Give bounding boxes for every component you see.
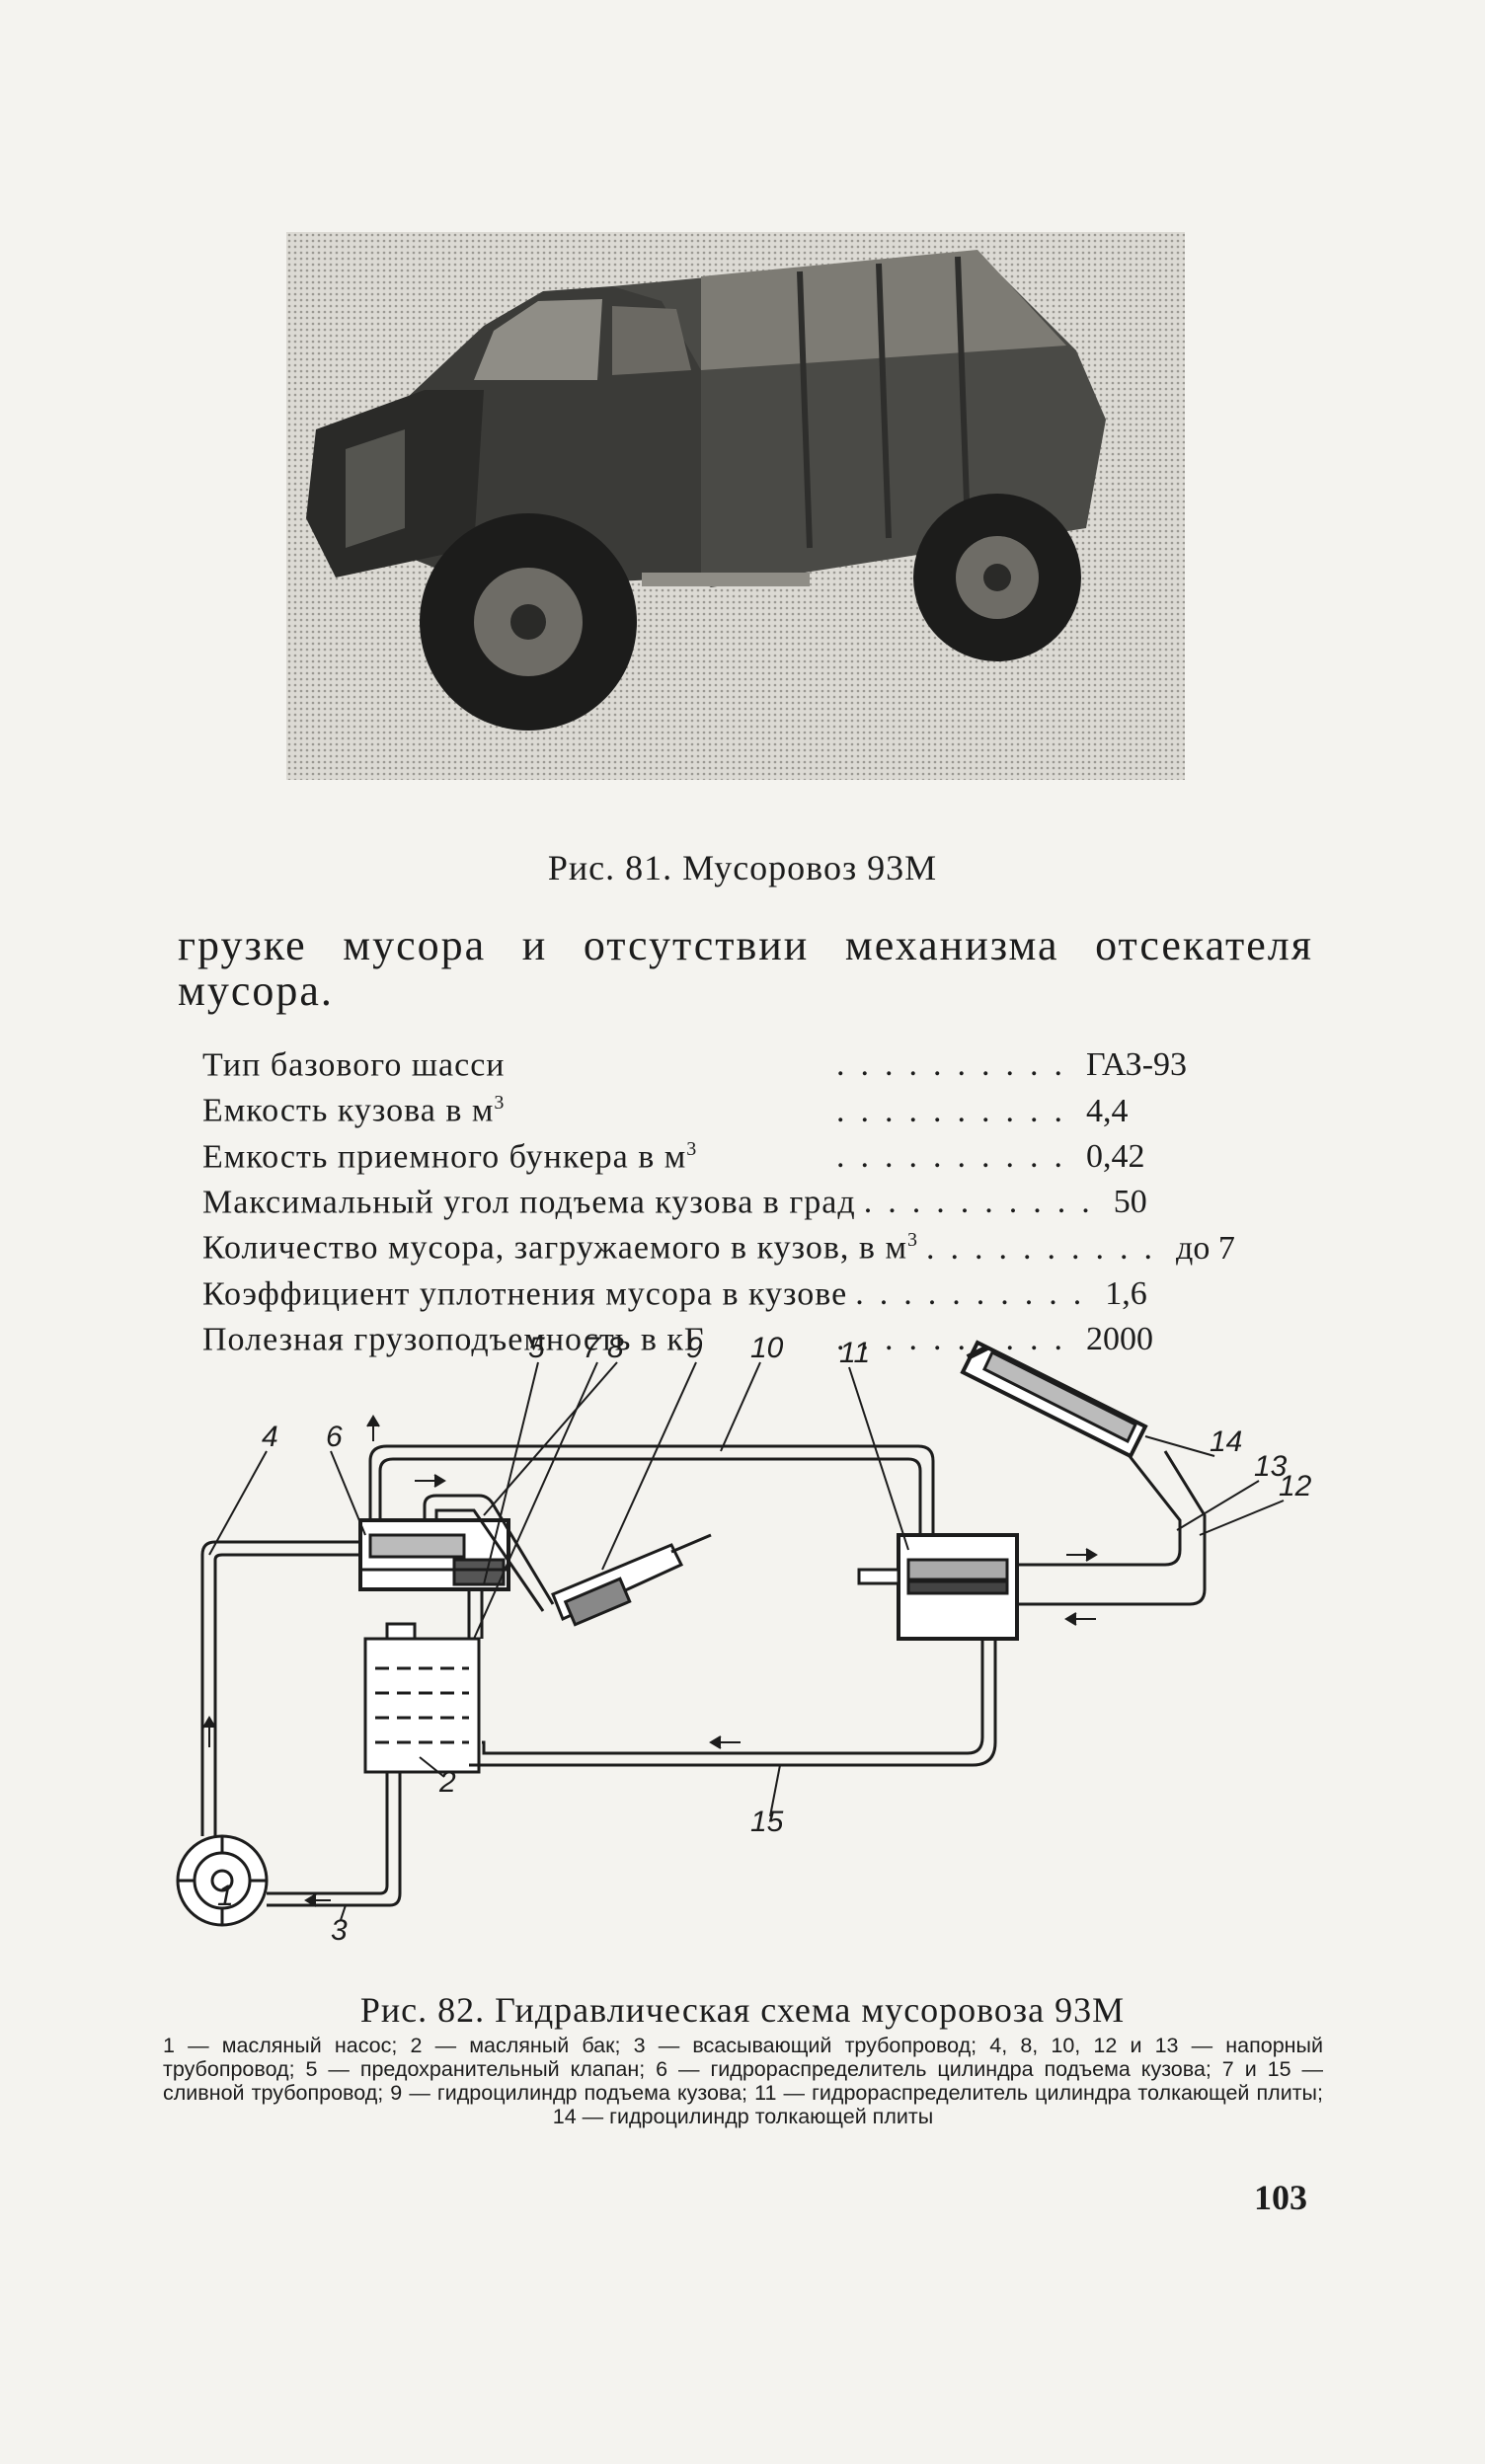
leader-dots: .......... [836, 1092, 1078, 1129]
label-6: 6 [326, 1421, 343, 1453]
spec-label: Емкость кузова в м3 [202, 1092, 506, 1129]
figure-81-caption: Рис. 81. Мусоровоз 93М [547, 848, 938, 887]
garbage-truck-photo [286, 232, 1185, 780]
page-number: 103 [1254, 2178, 1307, 2217]
spec-value: 1,6 [1105, 1274, 1147, 1312]
spec-value: 2000 [1086, 1321, 1153, 1358]
oil-tank [363, 1622, 481, 1774]
label-5: 5 [528, 1332, 545, 1364]
spec-row: Емкость кузова в м3 .......... 4,4 [202, 1084, 1239, 1129]
spec-label: Количество мусора, загружаемого в кузов,… [202, 1229, 919, 1267]
leader-dots: .......... [836, 1321, 1078, 1358]
push-plate-cylinder [960, 1340, 1148, 1459]
label-12: 12 [1279, 1470, 1312, 1502]
spec-row: Емкость приемного бункера в м3 .........… [202, 1130, 1239, 1176]
hydraulic-diagram: 1 2 3 4 5 6 7 8 9 10 11 12 13 14 15 [128, 1323, 1343, 1947]
spec-row: Коэффициент уплотнения мусора в кузове .… [202, 1268, 1239, 1313]
leader-dots: .......... [855, 1274, 1098, 1312]
body-word: грузке [178, 921, 307, 969]
label-10: 10 [750, 1332, 784, 1364]
body-paragraph: грузке мусора и отсутствии механизма отс… [178, 923, 1313, 1014]
leader-dots: .......... [926, 1229, 1169, 1267]
leader-dots: .......... [863, 1184, 1106, 1221]
leader-dots: .......... [836, 1137, 1078, 1175]
label-4: 4 [262, 1421, 278, 1453]
leader-dots: .......... [836, 1046, 1078, 1084]
label-2: 2 [438, 1766, 456, 1799]
figure-82-caption: Рис. 82. Гидравлическая схема мусоровоза… [359, 1990, 1126, 2030]
oil-pump [176, 1834, 269, 1927]
spec-value: 50 [1113, 1184, 1147, 1221]
label-11: 11 [839, 1337, 870, 1369]
body-word: отсекателя [1095, 921, 1313, 969]
body-word: мусора [343, 921, 487, 969]
label-13: 13 [1254, 1450, 1288, 1483]
plate-distributor [857, 1533, 1019, 1641]
label-8: 8 [607, 1332, 624, 1364]
spec-row: Количество мусора, загружаемого в кузов,… [202, 1221, 1239, 1267]
spec-label: Коэффициент уплотнения мусора в кузове [202, 1274, 848, 1312]
label-14: 14 [1210, 1425, 1242, 1458]
spec-value: ГАЗ-93 [1086, 1046, 1188, 1084]
label-7: 7 [583, 1332, 600, 1364]
figure-82-legend: 1 — масляный насос; 2 — масляный бак; 3 … [163, 2034, 1323, 2128]
spec-label: Полезная грузоподъемность в кГ [202, 1321, 705, 1358]
spec-label: Максимальный угол подъема кузова в град [202, 1184, 856, 1221]
body-word: отсутствии [583, 921, 810, 969]
spec-value: 4,4 [1086, 1092, 1129, 1129]
label-1: 1 [217, 1880, 234, 1912]
spec-row: Максимальный угол подъема кузова в град … [202, 1176, 1239, 1221]
label-15: 15 [750, 1806, 784, 1838]
spec-value: 0,42 [1086, 1137, 1145, 1175]
spec-label: Тип базового шасси [202, 1046, 506, 1084]
spec-value: до 7 [1176, 1229, 1235, 1267]
spec-row: Тип базового шасси .......... ГАЗ-93 [202, 1039, 1239, 1084]
body-word: и [521, 921, 548, 969]
label-9: 9 [686, 1332, 703, 1364]
spec-row: Полезная грузоподъемность в кГ .........… [202, 1313, 1239, 1358]
spec-table: Тип базового шасси .......... ГАЗ-93 Емк… [202, 1039, 1239, 1358]
spec-label: Емкость приемного бункера в м3 [202, 1137, 698, 1175]
body-lift-cylinder [551, 1533, 712, 1627]
body-line-1: грузке мусора и отсутствии механизма отс… [178, 923, 1313, 968]
body-line-2: мусора. [178, 966, 334, 1015]
label-3: 3 [331, 1914, 348, 1947]
body-word: механизма [844, 921, 1059, 969]
